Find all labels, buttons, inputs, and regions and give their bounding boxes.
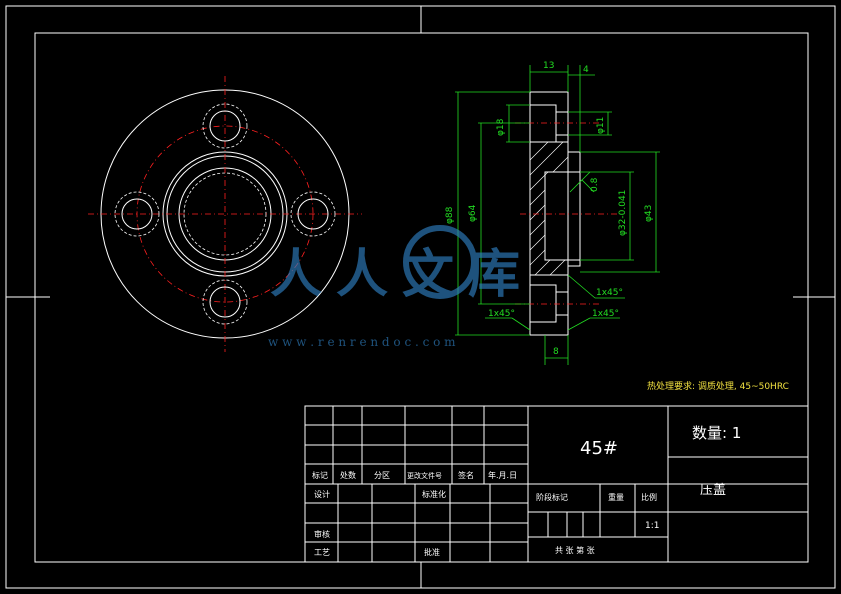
centering-marks (6, 6, 835, 588)
bolt-hole-right (290, 191, 336, 237)
dimension-texts: 13 4 φ18 φ11 φ88 φ64 φ32-0.041 φ43 0.8 1… (445, 61, 654, 357)
watermark-logo-ring (403, 225, 477, 299)
scale-label: 比例 (641, 492, 657, 502)
dim-angle: 0.8 (590, 177, 600, 192)
quantity-label: 数量: 1 (692, 424, 741, 442)
weight-label: 重量 (608, 492, 624, 502)
dim-chamfer-right-upper: 1x45° (596, 288, 623, 298)
header-date: 年.月.日 (488, 470, 517, 480)
watermark-brand: 人人文库 (270, 245, 534, 305)
standardize-label: 标准化 (422, 489, 446, 499)
header-signature: 签名 (458, 470, 474, 480)
dim-phi88: φ88 (445, 206, 455, 224)
dim-phi18: φ18 (496, 118, 506, 136)
stage-mark-label: 阶段标记 (536, 492, 568, 502)
front-view (88, 76, 362, 352)
process-label: 工艺 (314, 548, 330, 557)
scale-value: 1:1 (645, 521, 659, 531)
bolt-hole-left (114, 191, 160, 237)
header-zone: 分区 (374, 471, 390, 480)
header-mark: 标记 (312, 470, 328, 480)
bolt-hole-top (202, 103, 248, 149)
dim-phi11: φ11 (596, 117, 606, 134)
header-change-doc: 更改文件号 (407, 471, 442, 480)
material-label: 45# (580, 438, 618, 459)
dim-phi64: φ64 (468, 204, 478, 222)
approve-label: 批准 (424, 547, 440, 557)
dim-chamfer-right-lower: 1x45° (592, 309, 619, 319)
header-count: 处数 (340, 470, 356, 480)
review-label: 审核 (314, 529, 330, 539)
dim-4: 4 (583, 65, 589, 75)
sheet-info: 共 张 第 张 (555, 545, 595, 555)
bolt-hole-bottom (202, 279, 248, 325)
dim-chamfer-left: 1x45° (488, 309, 515, 319)
dim-8: 8 (553, 347, 559, 357)
title-block: 45# 数量: 1 压盖 标记 处数 分区 更改文件号 签名 年.月.日 设计 … (304, 405, 809, 563)
part-name: 压盖 (700, 483, 726, 498)
dim-phi43: φ43 (644, 205, 654, 222)
technical-note: 热处理要求: 调质处理, 45~50HRC (647, 380, 789, 392)
design-label: 设计 (314, 489, 330, 499)
watermark-url: w w w . r e n r e n d o c . c o m (268, 335, 456, 349)
section-view (515, 91, 620, 336)
dim-phi32: φ32-0.041 (618, 190, 628, 236)
dim-13: 13 (543, 61, 554, 71)
dimension-lines (455, 65, 660, 365)
watermark: 人人文库 w w w . r e n r e n d o c . c o m (268, 225, 534, 349)
section-hatch (529, 141, 569, 276)
